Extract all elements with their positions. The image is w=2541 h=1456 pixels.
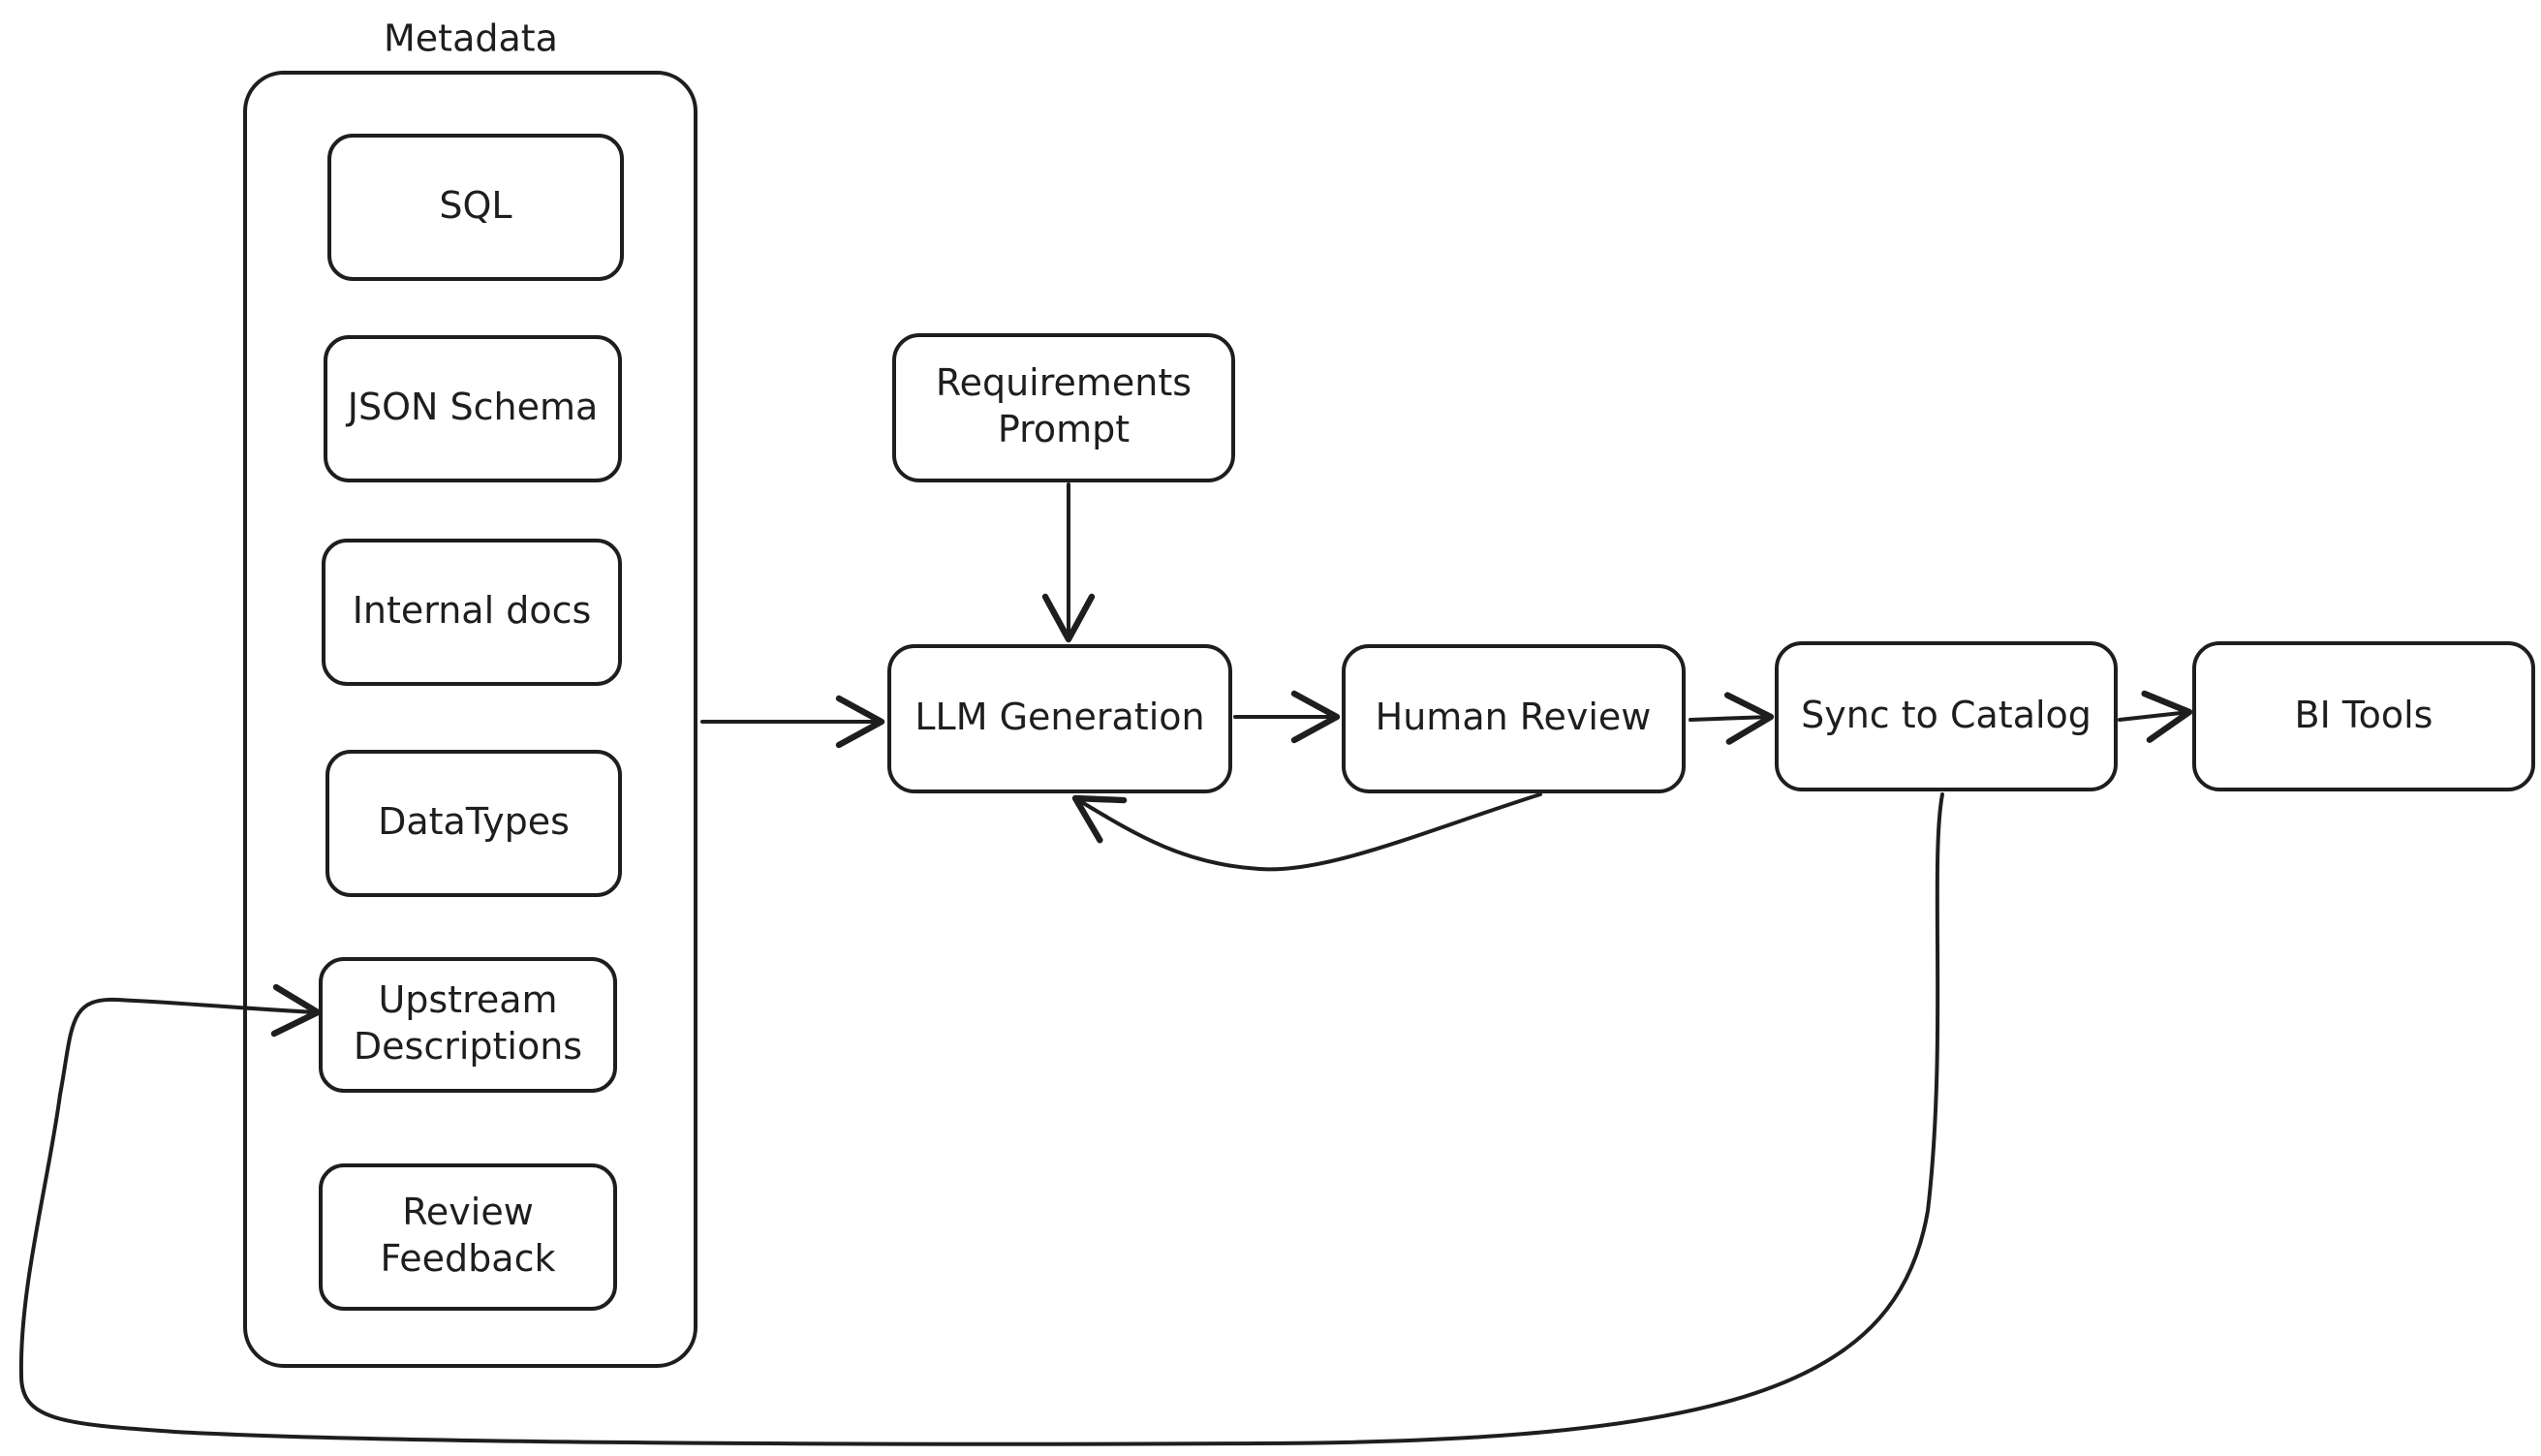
text-line: Prompt [998,408,1130,450]
sync-to-catalog-node: Sync to Catalog [1775,641,2118,791]
json-schema-label: JSON Schema [346,386,599,428]
metadata-item-internal-docs: Internal docs [322,539,622,686]
text-line: Descriptions [354,1025,582,1068]
text-line: Review [402,1191,534,1233]
text-line: Human Review [1376,696,1652,738]
text-line: BI Tools [2295,694,2433,736]
llm-generation-node: LLM Generation [887,644,1232,793]
arrow-human-review-to-sync [1689,692,1775,745]
sync-to-catalog-label: Sync to Catalog [1801,694,2092,736]
text-line: LLM Generation [914,696,1204,738]
internal-docs-label: Internal docs [353,589,592,632]
human-review-node: Human Review [1342,644,1686,793]
text-line: JSON Schema [346,386,599,428]
text-line: Sync to Catalog [1801,694,2092,736]
text-line: DataTypes [378,800,570,843]
text-line: Feedback [381,1237,556,1280]
metadata-title: Metadata [384,17,558,60]
arrow-sync-to-bi-tools [2118,690,2193,743]
metadata-item-json-schema: JSON Schema [324,335,622,482]
arrow-sync-to-upstream-descriptions [18,792,1944,1446]
text-line: Upstream [378,978,557,1021]
bi-tools-label: BI Tools [2295,694,2433,736]
human-review-label: Human Review [1376,696,1652,738]
arrow-human-review-to-llm-feedback [1071,792,1542,872]
metadata-item-sql: SQL [327,134,624,281]
text-line: Requirements [936,361,1192,404]
llm-generation-label: LLM Generation [914,696,1204,738]
text-line: Internal docs [353,589,592,632]
datatypes-label: DataTypes [378,800,570,843]
text-line: SQL [439,184,511,227]
bi-tools-node: BI Tools [2192,641,2535,791]
metadata-item-datatypes: DataTypes [325,750,622,897]
sql-label: SQL [439,184,511,227]
